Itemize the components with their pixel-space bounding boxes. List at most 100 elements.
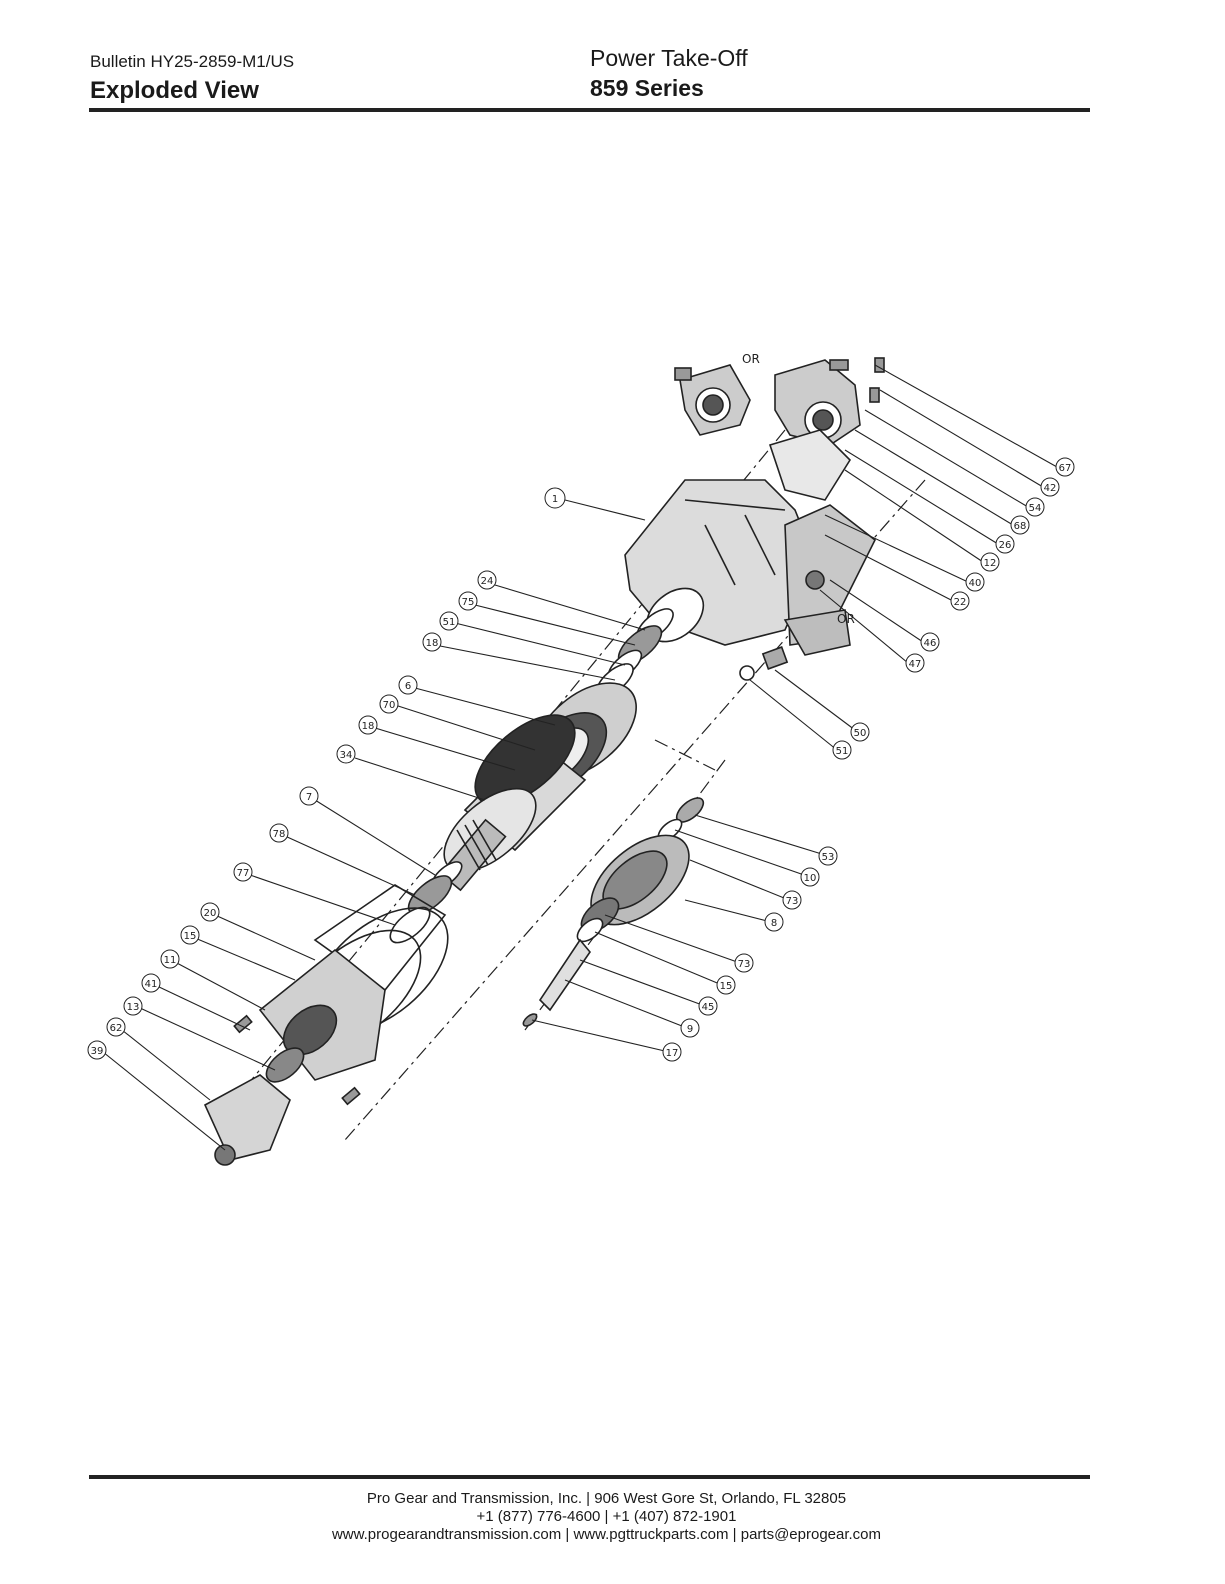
footer-links[interactable]: www.progearandtransmission.com | www.pgt… [331, 1526, 882, 1543]
callout: 62 [106, 1017, 126, 1037]
svg-text:20: 20 [204, 908, 217, 919]
callout: 70 [379, 694, 399, 714]
section-title: Exploded View [90, 77, 259, 104]
callout: 11 [160, 949, 180, 969]
svg-text:13: 13 [127, 1002, 140, 1013]
svg-text:51: 51 [836, 746, 849, 757]
or-label-side: OR [837, 612, 855, 626]
rear-cover [233, 884, 449, 1106]
svg-text:10: 10 [804, 873, 817, 884]
callout: 10 [800, 867, 820, 887]
svg-text:24: 24 [481, 576, 494, 587]
svg-text:73: 73 [738, 959, 751, 970]
callout: 73 [782, 890, 802, 910]
or-label-top: OR [742, 352, 760, 366]
callout: 75 [458, 591, 478, 611]
footer-address: Pro Gear and Transmission, Inc. | 906 We… [366, 1490, 847, 1507]
callout: 45 [698, 996, 718, 1016]
svg-text:39: 39 [91, 1046, 104, 1057]
leader-lines [102, 364, 1058, 1151]
callout: 54 [1025, 497, 1045, 517]
callout: 7 [299, 786, 319, 806]
svg-text:22: 22 [954, 597, 967, 608]
header-rule [89, 108, 1090, 112]
svg-text:62: 62 [110, 1023, 123, 1034]
exploded-view-diagram: OR OR 1 24 75 51 18 6 70 18 34 7 78 77 2… [87, 352, 1075, 1166]
callout: 51 [832, 740, 852, 760]
callout: 46 [920, 632, 940, 652]
callout: 18 [358, 715, 378, 735]
svg-text:1: 1 [552, 494, 558, 505]
callout: 40 [965, 572, 985, 592]
callout: 9 [680, 1018, 700, 1038]
callout: 20 [200, 902, 220, 922]
header-left: Bulletin HY25-2859-M1/US Exploded View [90, 52, 294, 106]
svg-text:8: 8 [771, 918, 777, 929]
header-right: Power Take-Off 859 Series [590, 44, 748, 102]
svg-text:75: 75 [462, 597, 475, 608]
svg-text:9: 9 [687, 1024, 693, 1035]
bulletin-number: Bulletin HY25-2859-M1/US [90, 52, 295, 71]
callout: 50 [850, 722, 870, 742]
callout: 8 [764, 912, 784, 932]
callout: 53 [818, 846, 838, 866]
footer: Pro Gear and Transmission, Inc. | 906 We… [89, 1490, 1124, 1544]
callout: 15 [180, 925, 200, 945]
svg-text:12: 12 [984, 558, 997, 569]
callout: 47 [905, 653, 925, 673]
footer-rule [89, 1475, 1090, 1479]
callout: 42 [1040, 477, 1060, 497]
callout: 17 [662, 1042, 682, 1062]
svg-text:7: 7 [306, 792, 312, 803]
series-name: 859 Series [590, 75, 704, 101]
svg-text:17: 17 [666, 1048, 679, 1059]
callout: 39 [87, 1040, 107, 1060]
svg-text:77: 77 [237, 868, 250, 879]
svg-text:54: 54 [1029, 503, 1042, 514]
svg-text:34: 34 [340, 750, 353, 761]
callout: 13 [123, 996, 143, 1016]
svg-text:6: 6 [405, 681, 411, 692]
idler-gear-stack [522, 797, 705, 1027]
callout: 68 [1010, 515, 1030, 535]
callout: 51 [439, 611, 459, 631]
svg-text:45: 45 [702, 1002, 715, 1013]
callout: 15 [716, 975, 736, 995]
svg-text:50: 50 [854, 728, 867, 739]
callout: 12 [980, 552, 1000, 572]
rear-adapter [203, 1047, 305, 1166]
callout: 73 [734, 953, 754, 973]
svg-text:15: 15 [184, 931, 197, 942]
footer-phone: +1 (877) 776-4600 | +1 (407) 872-1901 [476, 1508, 737, 1525]
callout: 24 [477, 570, 497, 590]
svg-text:68: 68 [1014, 521, 1027, 532]
callout: 41 [141, 973, 161, 993]
main-housing [624, 479, 877, 656]
svg-text:42: 42 [1044, 483, 1057, 494]
callout: 78 [269, 823, 289, 843]
callout: 67 [1055, 457, 1075, 477]
svg-text:11: 11 [164, 955, 177, 966]
svg-text:67: 67 [1059, 463, 1072, 474]
callout: 77 [233, 862, 253, 882]
pump-option-b [774, 357, 885, 446]
svg-text:47: 47 [909, 659, 922, 670]
callout: 22 [950, 591, 970, 611]
svg-text:78: 78 [273, 829, 286, 840]
svg-text:70: 70 [383, 700, 396, 711]
callout: 34 [336, 744, 356, 764]
callout: 26 [995, 534, 1015, 554]
svg-text:53: 53 [822, 852, 835, 863]
svg-text:40: 40 [969, 578, 982, 589]
svg-text:41: 41 [145, 979, 158, 990]
callout: 1 [544, 487, 566, 509]
callout: 6 [398, 675, 418, 695]
svg-text:15: 15 [720, 981, 733, 992]
svg-text:18: 18 [426, 638, 439, 649]
svg-text:51: 51 [443, 617, 456, 628]
plug-fitting [739, 646, 789, 681]
mount-gasket [768, 429, 852, 501]
svg-text:46: 46 [924, 638, 937, 649]
callout: 18 [422, 632, 442, 652]
product-name: Power Take-Off [590, 45, 748, 71]
